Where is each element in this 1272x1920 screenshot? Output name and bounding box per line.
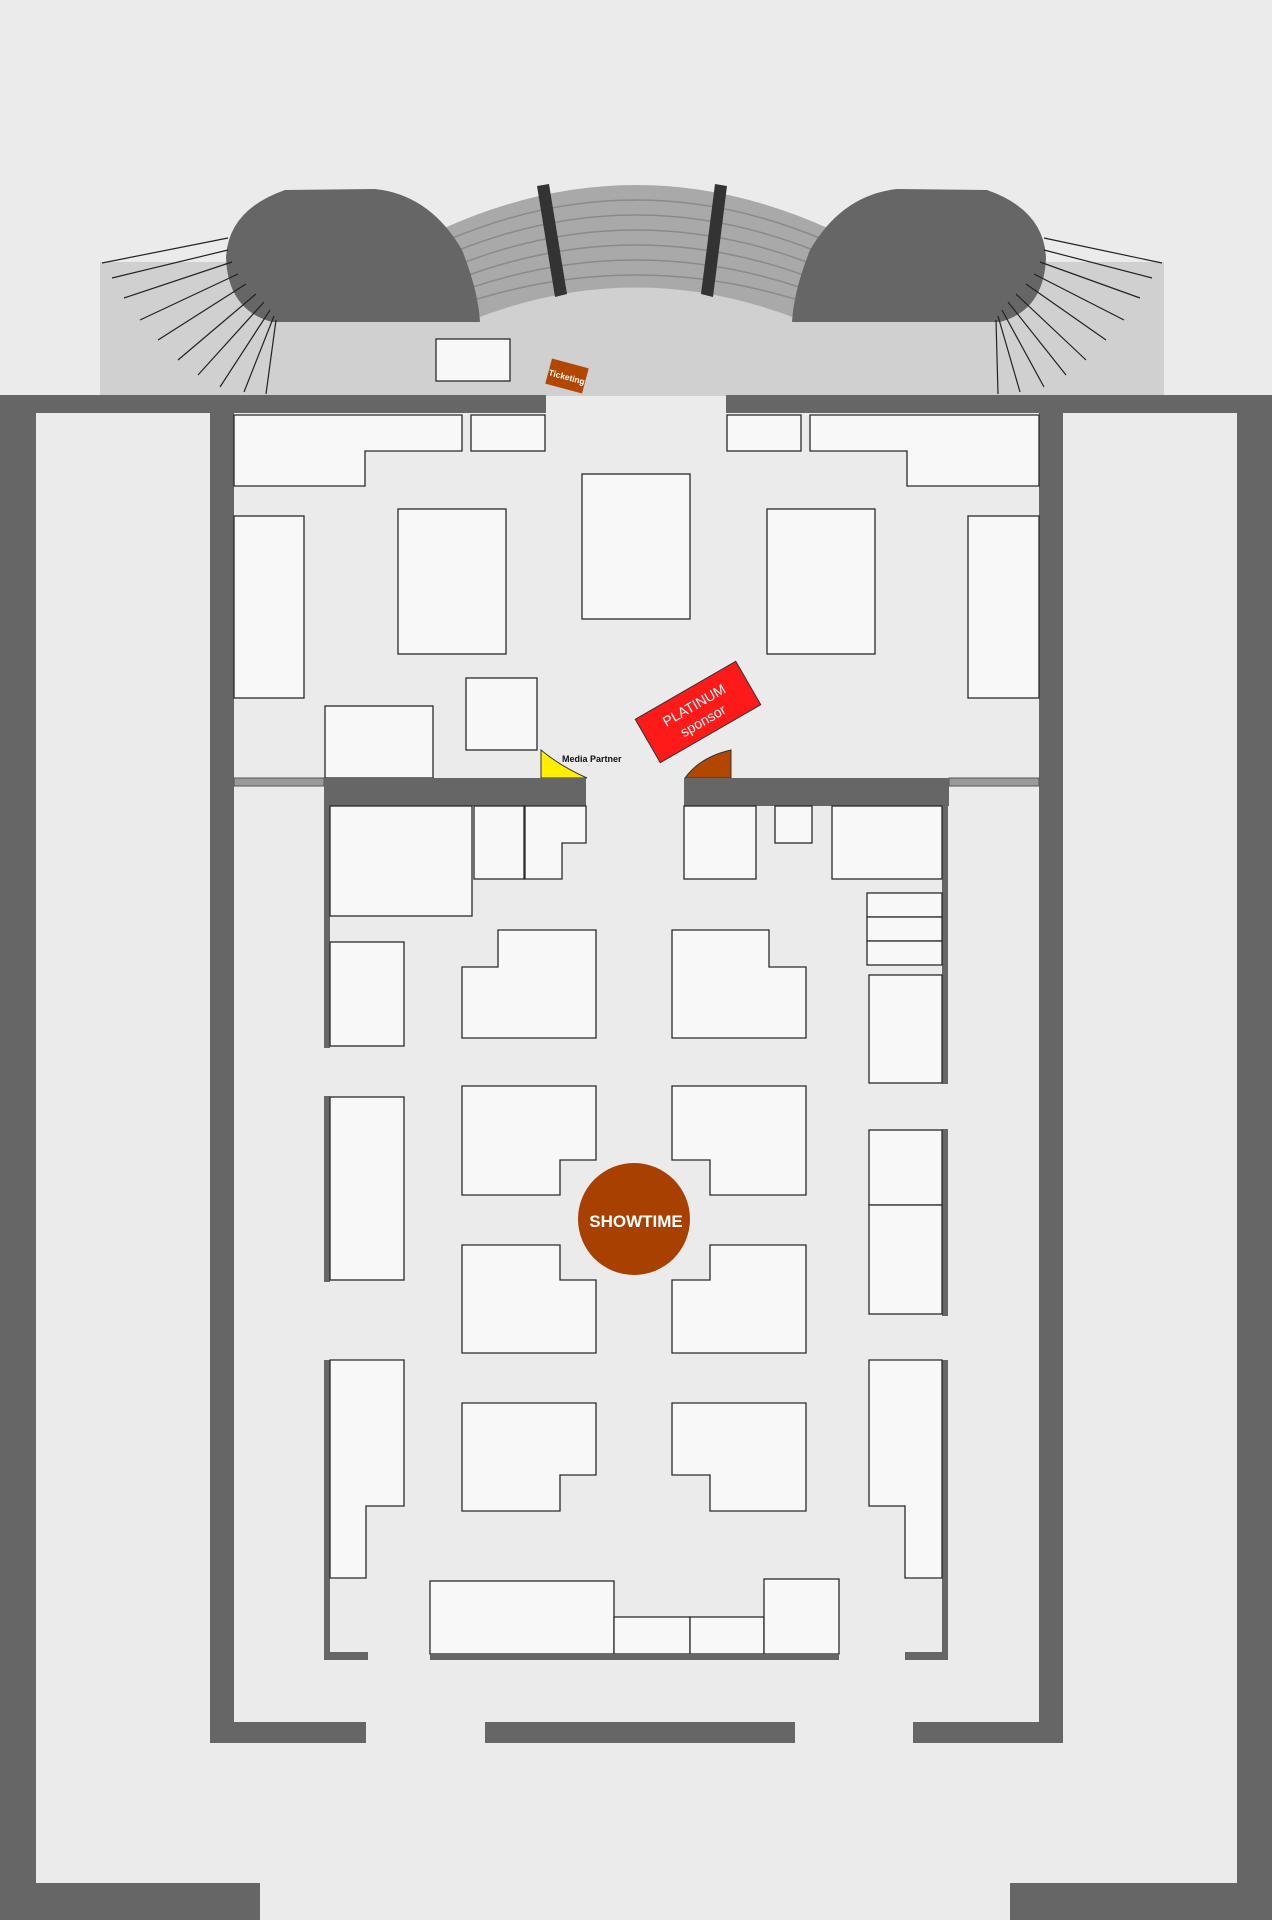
booth[interactable] bbox=[671, 1244, 807, 1354]
showtime-label: SHOWTIME bbox=[589, 1212, 683, 1231]
booth[interactable] bbox=[868, 1359, 943, 1579]
booth[interactable] bbox=[774, 805, 813, 844]
sponsor-corner-marker bbox=[684, 749, 732, 779]
divider-gate-left bbox=[233, 777, 325, 787]
booth[interactable] bbox=[683, 805, 757, 880]
entrance-kiosk[interactable] bbox=[435, 338, 511, 382]
booth[interactable] bbox=[329, 941, 405, 1047]
arc-seating bbox=[440, 185, 832, 320]
booth[interactable] bbox=[671, 1085, 807, 1196]
aisle-right bbox=[701, 184, 727, 297]
lower-hall-booths bbox=[329, 805, 943, 1660]
booth[interactable] bbox=[866, 940, 943, 966]
booth[interactable] bbox=[465, 677, 538, 751]
booth[interactable] bbox=[233, 515, 305, 699]
booth[interactable] bbox=[866, 892, 943, 918]
divider-gate-right bbox=[948, 777, 1040, 787]
stairs-lines-left bbox=[101, 237, 277, 395]
booth[interactable] bbox=[581, 473, 691, 620]
booth[interactable] bbox=[429, 1580, 615, 1655]
booth[interactable] bbox=[868, 1204, 943, 1315]
booth[interactable] bbox=[809, 414, 1040, 487]
aisle-left bbox=[537, 184, 567, 297]
booth[interactable] bbox=[461, 1402, 597, 1512]
media-partner-marker[interactable] bbox=[540, 748, 588, 779]
booth[interactable] bbox=[613, 1616, 691, 1655]
arc-seating-lines bbox=[447, 199, 825, 301]
booth[interactable] bbox=[726, 414, 802, 452]
stand-left bbox=[226, 189, 480, 322]
ticketing-booth[interactable]: Ticketing bbox=[545, 358, 589, 394]
booth[interactable] bbox=[329, 1359, 405, 1579]
booth[interactable] bbox=[461, 929, 597, 1039]
booth[interactable] bbox=[671, 1402, 807, 1512]
upper-hall-booths: Media Partner PLATINUM sponsor bbox=[233, 414, 1040, 779]
booth[interactable] bbox=[689, 1616, 765, 1655]
booth[interactable] bbox=[763, 1578, 840, 1655]
booth[interactable] bbox=[324, 705, 434, 779]
stairs-lines-right bbox=[995, 237, 1163, 395]
lower-hall-walls bbox=[324, 778, 948, 1660]
showtime-stage[interactable]: SHOWTIME bbox=[578, 1163, 690, 1275]
booth[interactable] bbox=[868, 1129, 943, 1206]
booth[interactable] bbox=[967, 515, 1040, 699]
booth[interactable] bbox=[470, 414, 546, 452]
booth[interactable] bbox=[397, 508, 507, 655]
stand-right bbox=[792, 189, 1046, 322]
booth[interactable] bbox=[868, 974, 943, 1084]
media-partner-label: Media Partner bbox=[562, 754, 622, 764]
booth[interactable] bbox=[329, 1096, 405, 1281]
booth[interactable] bbox=[766, 508, 876, 655]
booth[interactable] bbox=[831, 805, 943, 880]
entrance-area: Ticketing bbox=[100, 184, 1164, 396]
booth[interactable] bbox=[473, 805, 525, 880]
booth[interactable] bbox=[866, 916, 943, 942]
booth[interactable] bbox=[233, 414, 463, 487]
booth[interactable] bbox=[461, 1244, 597, 1354]
hall-divider bbox=[233, 777, 1040, 806]
booth[interactable] bbox=[524, 805, 587, 880]
booth[interactable] bbox=[329, 805, 473, 917]
booth[interactable] bbox=[461, 1085, 597, 1196]
booth[interactable] bbox=[671, 929, 807, 1039]
outer-walls bbox=[0, 395, 1272, 1920]
